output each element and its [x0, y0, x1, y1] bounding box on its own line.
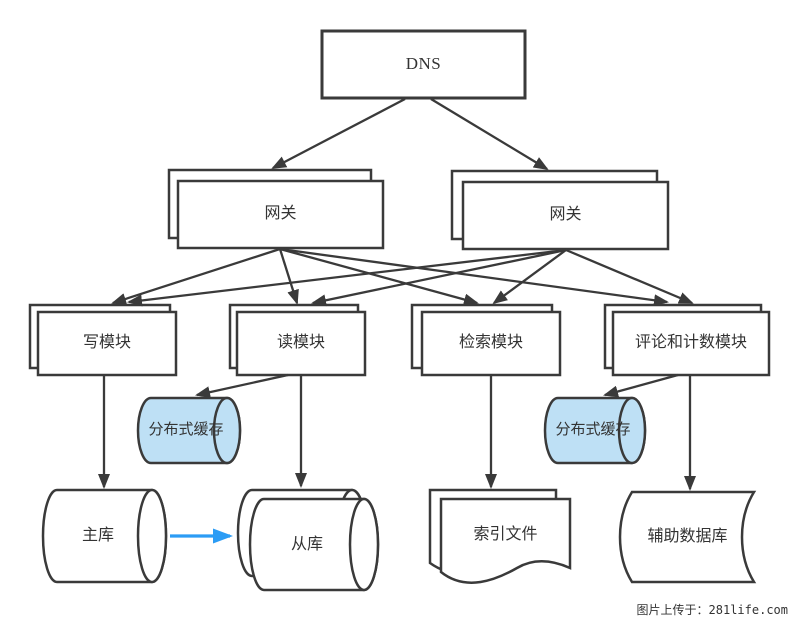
slave-db-stacked-cylinder: [236, 488, 380, 592]
edge-gwleft-read: [278, 248, 299, 305]
edge-gwleft-comment: [279, 247, 669, 307]
gateway-right-node: [450, 169, 670, 251]
dns-node: [320, 29, 527, 100]
watermark-text: 图片上传于：281life.com: [636, 603, 788, 617]
edge-gwright-write: [127, 248, 567, 307]
edge-dns-gateway-right: [430, 98, 549, 171]
master-db-cylinder: [41, 488, 168, 584]
cache-left-cylinder: [136, 396, 242, 465]
cache-right-cylinder: [543, 396, 647, 465]
edge-gwright-comment: [565, 248, 694, 305]
edge-gwright-search: [492, 249, 567, 305]
read-module-node: [228, 303, 367, 377]
edge-comment-cacheright: [603, 373, 679, 398]
gateway-left-node: [167, 168, 385, 250]
edge-dns-gateway-left: [271, 97, 406, 170]
search-module-node: [410, 303, 562, 377]
edge-gwleft-write: [111, 247, 281, 305]
edge-read-cacheleft: [195, 373, 289, 399]
aux-db-stored-data-shape: [618, 490, 757, 584]
write-module-node: [28, 303, 178, 377]
index-file-documents: [428, 488, 572, 584]
edge-gwright-read: [311, 248, 567, 307]
connector-arrows: [98, 97, 696, 491]
comment-count-module-node: [603, 303, 771, 377]
edge-gwleft-search: [279, 247, 479, 306]
